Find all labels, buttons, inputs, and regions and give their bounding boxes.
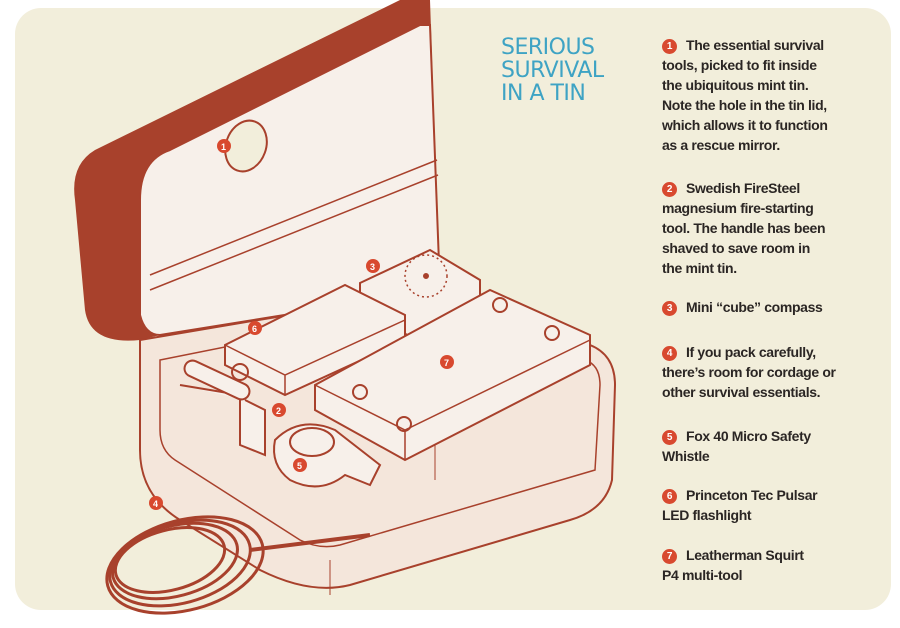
legend-text: Mini “cube” compass xyxy=(686,299,823,315)
legend-item-7: 7 Leatherman Squirt P4 multi-tool xyxy=(662,545,892,585)
legend-text-line: the mint tin. xyxy=(662,260,737,276)
legend-text-line: Note the hole in the tin lid, xyxy=(662,97,827,113)
legend-item-3: 3 Mini “cube” compass xyxy=(662,297,892,317)
legend-text: Princeton Tec Pulsar xyxy=(686,487,818,503)
lid-mirror-hole xyxy=(224,119,268,173)
marker-3: 3 xyxy=(366,259,380,273)
svg-text:7: 7 xyxy=(444,358,449,368)
legend-text-line: LED flashlight xyxy=(662,507,752,523)
legend-text-line: P4 multi-tool xyxy=(662,567,743,583)
number-badge: 6 xyxy=(662,489,677,504)
title-line: SERIOUS xyxy=(501,35,595,60)
legend-text-line: the ubiquitous mint tin. xyxy=(662,77,809,93)
number-badge: 7 xyxy=(662,549,677,564)
legend-text-line: other survival essentials. xyxy=(662,384,821,400)
number-badge: 2 xyxy=(662,182,677,197)
legend-text-line: 4 If you pack carefully, xyxy=(662,342,892,362)
legend-text-line: 7 Leatherman Squirt xyxy=(662,545,892,565)
svg-text:2: 2 xyxy=(276,406,281,416)
legend-text: If you pack carefully, xyxy=(686,344,816,360)
legend-text-line: shaved to save room in xyxy=(662,240,810,256)
legend-text-line: as a rescue mirror. xyxy=(662,137,780,153)
svg-text:3: 3 xyxy=(370,262,375,272)
legend-text-line: there’s room for cordage or xyxy=(662,364,836,380)
title-line: IN A TIN xyxy=(501,81,586,106)
legend-text: The essential survival xyxy=(686,37,824,53)
legend-text-line: 3 Mini “cube” compass xyxy=(662,297,892,317)
legend-text-line: which allows it to function xyxy=(662,117,828,133)
number-badge: 4 xyxy=(662,346,677,361)
legend-item-2: 2 Swedish FireSteel magnesium fire-startin… xyxy=(662,178,892,278)
legend-text: Fox 40 Micro Safety xyxy=(686,428,811,444)
legend-text: Swedish FireSteel xyxy=(686,180,800,196)
legend-text-line: Whistle xyxy=(662,448,710,464)
marker-4: 4 xyxy=(149,496,163,510)
number-badge: 1 xyxy=(662,39,677,54)
page-title: SERIOUS SURVIVAL IN A TIN xyxy=(501,36,604,105)
number-badge: 3 xyxy=(662,301,677,316)
legend-text-line: tools, picked to fit inside xyxy=(662,57,817,73)
multi-tool xyxy=(314,288,591,462)
legend-text-line: 5 Fox 40 Micro Safety xyxy=(662,426,892,446)
legend-text-line: magnesium fire-starting xyxy=(662,200,814,216)
marker-6: 6 xyxy=(248,321,262,335)
legend-item-1: 1 The essential survival tools, picked to … xyxy=(662,35,892,155)
marker-5: 5 xyxy=(293,458,307,472)
legend-text: Leatherman Squirt xyxy=(686,547,804,563)
title-line: SURVIVAL xyxy=(501,58,604,83)
svg-text:4: 4 xyxy=(153,499,158,509)
legend-text-line: tool. The handle has been xyxy=(662,220,826,236)
marker-2: 2 xyxy=(272,403,286,417)
marker-7: 7 xyxy=(440,355,454,369)
marker-1: 1 xyxy=(217,139,231,153)
legend-text-line: 1 The essential survival xyxy=(662,35,892,55)
svg-text:1: 1 xyxy=(221,142,226,152)
legend-text-line: 2 Swedish FireSteel xyxy=(662,178,892,198)
legend-text-line: 6 Princeton Tec Pulsar xyxy=(662,485,892,505)
legend-item-4: 4 If you pack carefully, there’s room for … xyxy=(662,342,892,402)
tin-lid-inner xyxy=(139,24,442,337)
number-badge: 5 xyxy=(662,430,677,445)
svg-text:5: 5 xyxy=(297,461,302,471)
cordage-coil xyxy=(105,515,371,615)
svg-text:6: 6 xyxy=(252,324,257,334)
